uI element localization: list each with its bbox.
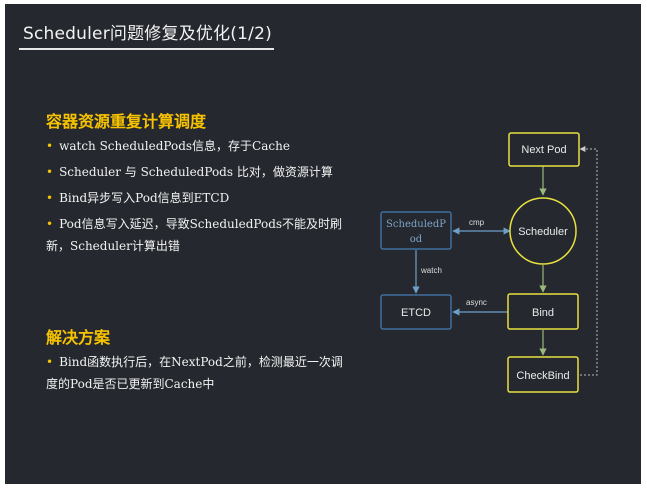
bullet-item: •Scheduler 与 ScheduledPods 比对，做资源计算 xyxy=(46,165,333,179)
node-check-bind xyxy=(507,356,579,393)
bullet-item: •watch ScheduledPods信息，存于Cache xyxy=(46,139,290,153)
edge-loop-back xyxy=(579,146,598,376)
bullet-list-resource-calc: •watch ScheduledPods信息，存于Cache •Schedule… xyxy=(46,135,346,261)
node-next-pod xyxy=(508,132,580,167)
bullet-item: •Bind函数执行后，在NextPod之前，检测最近一次调度的Pod是否已更新到… xyxy=(46,355,343,391)
node-next-pod-label: Next Pod xyxy=(521,144,566,156)
bullet-dot: • xyxy=(46,191,54,205)
bullet-dot: • xyxy=(46,139,54,153)
node-scheduler-label: Scheduler xyxy=(518,226,568,238)
bullet-dot: • xyxy=(46,355,54,369)
bullet-dot: • xyxy=(46,217,54,231)
title-underline xyxy=(19,48,274,50)
node-etcd-label: ETCD xyxy=(401,307,431,319)
bullet-item: •Bind异步写入Pod信息到ETCD xyxy=(46,191,230,205)
node-scheduled-pod-label-line2: od xyxy=(410,234,423,245)
node-bind-label: Bind xyxy=(532,307,554,319)
section-heading-solution: 解决方案 xyxy=(46,328,111,347)
section-heading-resource-calc: 容器资源重复计算调度 xyxy=(46,112,207,131)
bullet-list-solution: •Bind函数执行后，在NextPod之前，检测最近一次调度的Pod是否已更新到… xyxy=(46,351,346,399)
page-title: Scheduler问题修复及优化(1/2) xyxy=(23,24,272,44)
node-check-bind-label: CheckBind xyxy=(516,370,569,382)
node-scheduler xyxy=(509,197,577,265)
node-bind xyxy=(507,293,579,330)
node-scheduled-pod xyxy=(380,211,452,250)
edge-label-async: async xyxy=(466,298,487,307)
bullet-dot: • xyxy=(46,165,54,179)
edge-label-watch: watch xyxy=(420,266,442,275)
node-etcd xyxy=(380,294,452,330)
edge-label-cmp: cmp xyxy=(469,218,485,227)
bullet-item: •Pod信息写入延迟，导致ScheduledPods不能及时刷新，Schedul… xyxy=(46,217,343,253)
node-scheduled-pod-label-line1: ScheduledP xyxy=(386,219,446,230)
